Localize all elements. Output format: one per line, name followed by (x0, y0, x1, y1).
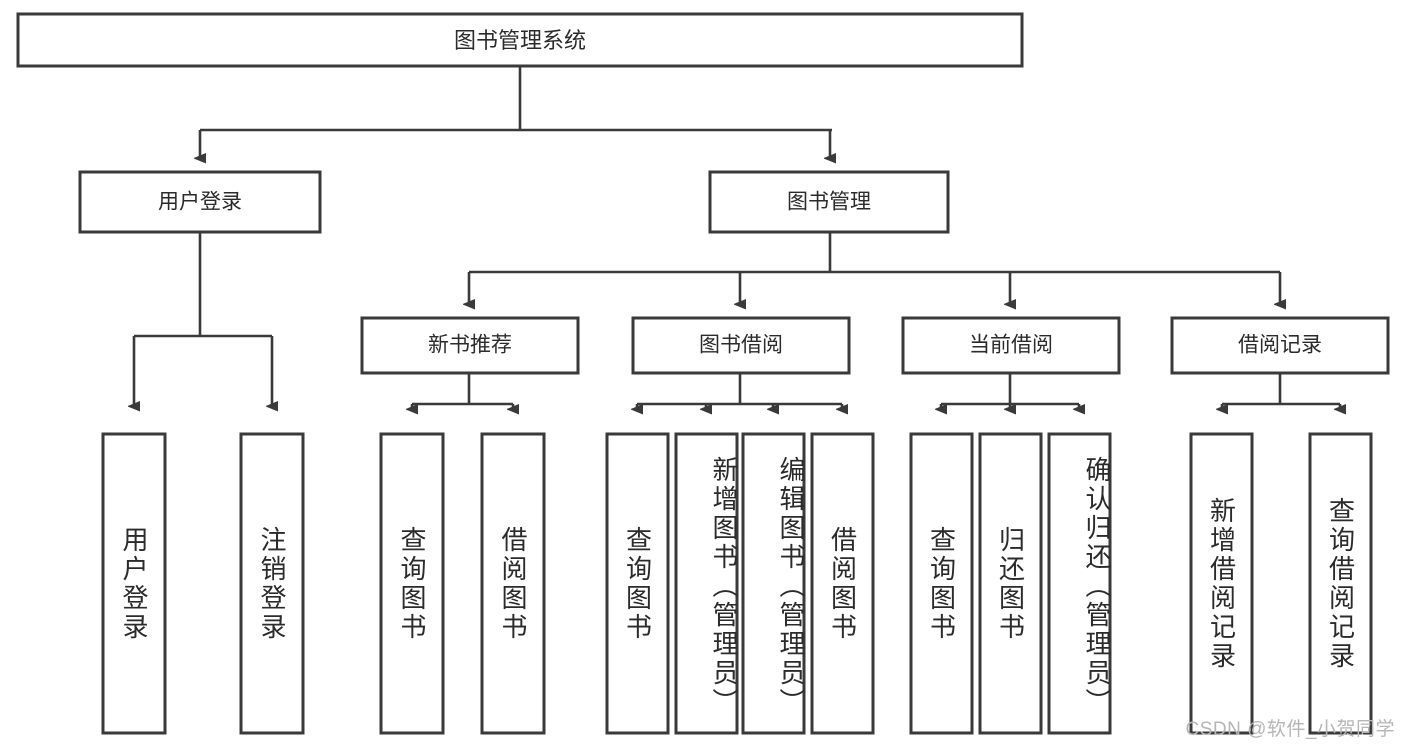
leaf-box-borrow-book-1[interactable] (480, 432, 546, 735)
connector-newbook-to-leaves (412, 373, 513, 409)
node-borrow-record[interactable]: 借阅记录 (1170, 316, 1390, 375)
node-book-management[interactable]: 图书管理 (708, 170, 950, 234)
watermark: CSDN @软件_小贺同学 (1185, 719, 1395, 740)
leaf-box-confirm-return[interactable] (1047, 432, 1112, 735)
node-new-book-recommend-label: 新书推荐 (428, 334, 512, 357)
leaf-box-add-borrow-record[interactable] (1189, 432, 1254, 735)
node-book-management-label: 图书管理 (787, 191, 871, 214)
leaf-box-user-login[interactable] (101, 432, 167, 735)
node-book-borrow[interactable]: 图书借阅 (631, 316, 851, 375)
connector-root-to-level2 (200, 66, 832, 158)
node-borrow-record-label: 借阅记录 (1238, 334, 1322, 357)
leaf-box-query-book-3[interactable] (909, 432, 974, 735)
leaf-box-query-book-2[interactable] (605, 432, 670, 735)
connector-bookmgmt-to-level3 (469, 232, 1280, 304)
node-root[interactable]: 图书管理系统 (16, 12, 1024, 68)
node-root-label: 图书管理系统 (454, 28, 586, 53)
leaf-box-query-borrow-record[interactable] (1308, 432, 1373, 735)
leaf-box-borrow-book-2[interactable] (810, 432, 875, 735)
leaf-box-logout[interactable] (239, 432, 305, 735)
leaf-box-return-book[interactable] (978, 432, 1043, 735)
connector-borrowrecord-to-leaves (1222, 373, 1340, 409)
connector-userlogin-to-leaves (134, 232, 272, 406)
node-current-borrow[interactable]: 当前借阅 (901, 316, 1121, 375)
node-user-login-label: 用户登录 (158, 191, 242, 214)
node-user-login[interactable]: 用户登录 (78, 170, 322, 234)
leaf-box-query-book-1[interactable] (379, 432, 445, 735)
leaf-box-edit-book[interactable] (741, 432, 806, 735)
node-new-book-recommend[interactable]: 新书推荐 (360, 316, 580, 375)
leaf-box-add-book[interactable] (674, 432, 739, 735)
node-book-borrow-label: 图书借阅 (699, 334, 783, 357)
connector-bookborrow-to-leaves (637, 373, 842, 409)
node-current-borrow-label: 当前借阅 (969, 334, 1053, 357)
connector-currentborrow-to-leaves (941, 373, 1079, 409)
